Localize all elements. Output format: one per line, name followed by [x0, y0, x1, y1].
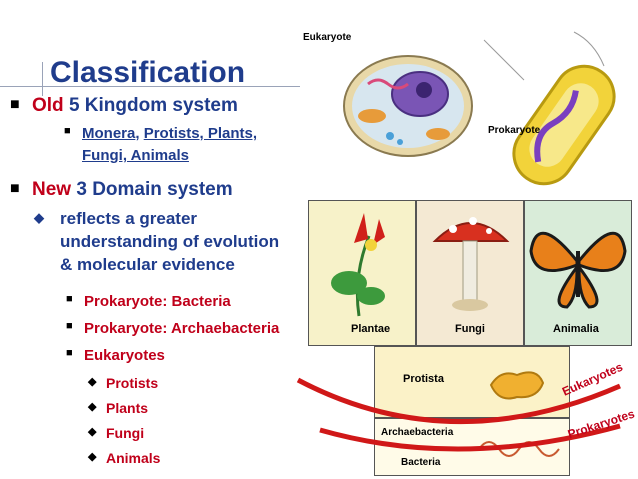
columbine-flower-icon [331, 213, 385, 317]
bullet-square-icon: ■ [66, 293, 73, 305]
bacteria-squiggle-icon [478, 441, 560, 457]
eukaryote-cell-image [343, 55, 473, 157]
protista-panel: Protista [374, 346, 570, 418]
prokaryote-label: Prokaryote [488, 125, 541, 136]
animalia-label: Animalia [553, 323, 599, 335]
domain-bacteria: Prokaryote: Bacteria [84, 293, 231, 310]
monera-link[interactable]: Monera [82, 125, 136, 142]
new-domain-line: New 3 Domain system [32, 178, 233, 202]
bullet-square-icon: ■ [10, 96, 20, 113]
group-animals: Animals [106, 450, 161, 466]
kingdom-list-line2: Fungi, Animals [82, 146, 189, 166]
archaebacteria-label: Archaebacteria [381, 427, 454, 438]
reflects-line-2: understanding of evolution [60, 232, 280, 251]
fungi-panel: Fungi [416, 200, 524, 346]
bullet-square-icon: ■ [66, 347, 73, 359]
plantae-label: Plantae [351, 323, 391, 335]
reflects-line-1: reflects a greater [60, 209, 198, 228]
domain-archaebacteria: Prokaryote: Archaebacteria [84, 320, 280, 337]
bullet-square-icon: ■ [10, 180, 20, 197]
mushroom-icon [432, 217, 510, 311]
diamond-bullet-icon: ◆ [88, 376, 97, 388]
diamond-bullet-icon: ◆ [88, 426, 97, 438]
group-plants: Plants [106, 400, 149, 416]
butterfly-icon [529, 231, 627, 309]
separator: , [135, 125, 144, 142]
animalia-panel: Animalia [524, 200, 632, 346]
title-rule [0, 86, 300, 87]
diamond-bullet-icon: ◆ [88, 401, 97, 413]
title-tick [42, 62, 43, 96]
diamond-bullet-icon: ◆ [34, 210, 44, 225]
bacteria-label: Bacteria [401, 457, 441, 468]
new-label: New [32, 179, 72, 200]
bullet-square-icon: ■ [64, 125, 71, 137]
eukaryote-label: Eukaryote [303, 32, 352, 43]
domain-arcs [296, 377, 621, 452]
new-text: 3 Domain system [76, 179, 233, 200]
reflects-line-3: & molecular evidence [60, 255, 235, 274]
diamond-bullet-icon: ◆ [88, 451, 97, 463]
domain-eukaryotes: Eukaryotes [84, 347, 165, 364]
fungi-animals-link[interactable]: Fungi, Animals [82, 147, 189, 164]
protists-link[interactable]: Protists, Plants, [143, 125, 258, 142]
prokaryote-cell-image [483, 31, 616, 186]
old-text: 5 Kingdom system [68, 95, 238, 116]
old-kingdom-line: Old 5 Kingdom system [32, 94, 238, 118]
plantae-panel: Plantae [308, 200, 416, 346]
slide-title: Classification [50, 56, 246, 89]
group-protists: Protists [106, 375, 159, 391]
kingdom-list-line1: Monera, Protists, Plants, [82, 124, 257, 144]
fungi-label: Fungi [455, 323, 485, 335]
group-fungi: Fungi [106, 425, 145, 441]
protista-label: Protista [403, 373, 444, 385]
bullet-square-icon: ■ [66, 320, 73, 332]
amoeba-icon [489, 371, 545, 400]
old-label: Old [32, 95, 64, 116]
